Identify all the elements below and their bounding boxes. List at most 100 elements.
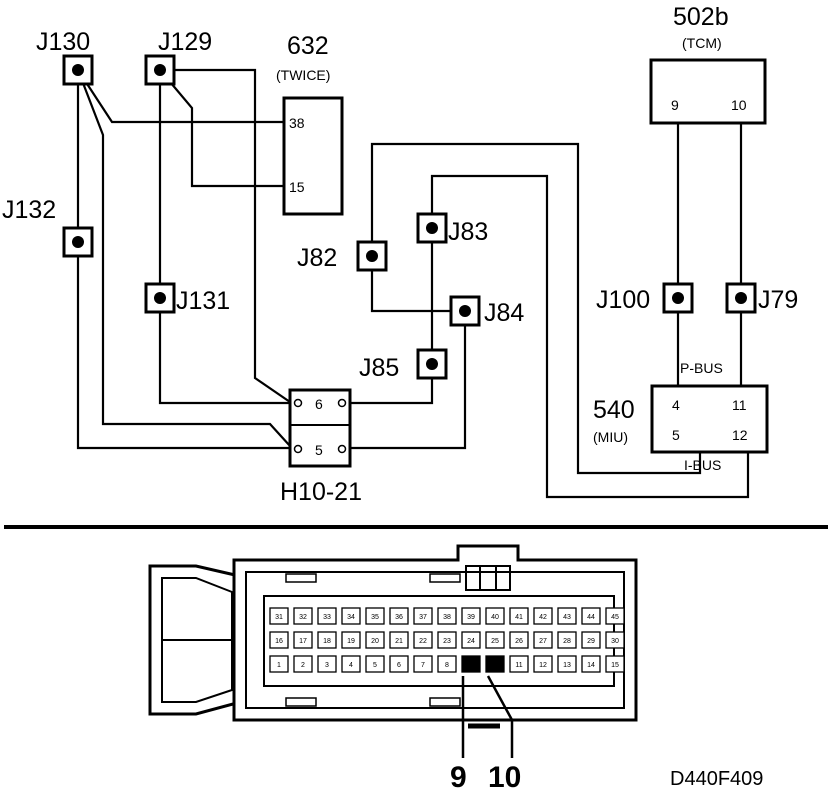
junction-j131[interactable]: J131: [144, 282, 230, 315]
connector-pin-label: 5: [373, 662, 377, 669]
wire-j130-h1021-5: [76, 70, 290, 450]
connector-pin-41[interactable]: [509, 607, 529, 625]
wire-j82-j84: [370, 256, 465, 313]
connector-pin-4[interactable]: [341, 655, 361, 673]
connector-pin-28[interactable]: [557, 631, 577, 649]
junction-j131-label: J131: [176, 287, 230, 315]
connector-pin-27[interactable]: [533, 631, 553, 649]
connector-pin-17[interactable]: [293, 631, 313, 649]
connector-pin-11[interactable]: [509, 655, 529, 673]
junction-j82[interactable]: J82: [297, 240, 388, 272]
connector-pin-35[interactable]: [365, 607, 385, 625]
connector-pin-label: 31: [275, 614, 283, 621]
connector-pin-label: 7: [421, 662, 425, 669]
connector-pin-24[interactable]: [461, 631, 481, 649]
component-502b[interactable]: 502b (TCM) 9 10: [649, 3, 767, 125]
connector-pin-label: 27: [539, 638, 547, 645]
component-632-pin-15: 15: [289, 179, 305, 195]
connector-pin-label: 15: [611, 662, 619, 669]
connector-pin-19[interactable]: [341, 631, 361, 649]
component-502b-name: 502b: [673, 3, 729, 31]
callout-pin-9: 9: [450, 761, 467, 794]
component-632-note: (TWICE): [276, 67, 330, 83]
junction-j84[interactable]: J84: [449, 295, 524, 327]
component-540[interactable]: 540 (MIU) 4 11 5 12: [593, 384, 769, 454]
wire-j82-up: [370, 142, 702, 475]
connector-pin-39[interactable]: [461, 607, 481, 625]
connector-pin-2[interactable]: [293, 655, 313, 673]
connector-pin-18[interactable]: [317, 631, 337, 649]
connector-pin-8[interactable]: [437, 655, 457, 673]
connector-pin-22[interactable]: [413, 631, 433, 649]
connector-pin-7[interactable]: [413, 655, 433, 673]
junction-j130-label: J130: [36, 28, 90, 56]
connector-pin-20[interactable]: [365, 631, 385, 649]
connector-pin-9[interactable]: [461, 655, 481, 673]
connector-pin-16[interactable]: [269, 631, 289, 649]
connector-face-view[interactable]: [148, 544, 638, 758]
connector-housing: [232, 544, 638, 722]
connector-pin-40[interactable]: [485, 607, 505, 625]
connector-pin-label: 1: [277, 662, 281, 669]
connector-pin-label: 20: [371, 638, 379, 645]
connector-pin-32[interactable]: [293, 607, 313, 625]
connector-pin-42[interactable]: [533, 607, 553, 625]
component-540-pin-12: 12: [732, 427, 748, 443]
connector-pin-36[interactable]: [389, 607, 409, 625]
connector-pin-label: 36: [395, 614, 403, 621]
connector-pin-label: 2: [301, 662, 305, 669]
connector-pin-45[interactable]: [605, 607, 625, 625]
connector-pin-5[interactable]: [365, 655, 385, 673]
junction-j100[interactable]: J100: [596, 282, 694, 314]
connector-pin-12[interactable]: [533, 655, 553, 673]
connector-pin-15[interactable]: [605, 655, 625, 673]
connector-pin-31[interactable]: [269, 607, 289, 625]
component-632[interactable]: 632 (TWICE) 38 15: [276, 32, 344, 216]
connector-pin-1[interactable]: [269, 655, 289, 673]
connector-pin-label: 19: [347, 638, 355, 645]
connector-pin-37[interactable]: [413, 607, 433, 625]
connector-pin-label: 37: [419, 614, 427, 621]
connector-pin-44[interactable]: [581, 607, 601, 625]
junction-j130[interactable]: J130: [36, 28, 94, 86]
connector-pin-43[interactable]: [557, 607, 577, 625]
connector-pin-29[interactable]: [581, 631, 601, 649]
connector-pin-label: 45: [611, 614, 619, 621]
connector-pin-33[interactable]: [317, 607, 337, 625]
junction-j84-label: J84: [484, 299, 524, 327]
junction-j129[interactable]: J129: [144, 28, 212, 86]
connector-pin-38[interactable]: [437, 607, 457, 625]
wires: [76, 68, 750, 499]
component-540-pin-5: 5: [672, 427, 680, 443]
junction-j79[interactable]: J79: [725, 282, 798, 314]
connector-pin-label: 26: [515, 638, 523, 645]
connector-pin-26[interactable]: [509, 631, 529, 649]
junction-j83[interactable]: J83: [416, 212, 488, 246]
connector-pin-label: 41: [515, 614, 523, 621]
connector-pin-label: 25: [491, 638, 499, 645]
connector-pin-3[interactable]: [317, 655, 337, 673]
connector-pin-label: 3: [325, 662, 329, 669]
pin-10-lead: [486, 675, 514, 758]
connector-pin-21[interactable]: [389, 631, 409, 649]
connector-pin-label: 24: [467, 638, 475, 645]
connector-pin-label: 9: [469, 662, 473, 669]
connector-pin-14[interactable]: [581, 655, 601, 673]
connector-pin-25[interactable]: [485, 631, 505, 649]
connector-pin-6[interactable]: [389, 655, 409, 673]
connector-pin-label: 33: [323, 614, 331, 621]
connector-pin-30[interactable]: [605, 631, 625, 649]
wire-h1021-6-j85-j83: [350, 228, 434, 405]
junction-j85[interactable]: J85: [359, 348, 448, 382]
junction-j82-label: J82: [297, 244, 337, 272]
connector-pin-label: 11: [515, 662, 522, 669]
connector-pin-23[interactable]: [437, 631, 457, 649]
component-632-name: 632: [287, 32, 329, 60]
connector-pin-label: 39: [467, 614, 475, 621]
connector-pin-10[interactable]: [485, 655, 505, 673]
connector-pin-13[interactable]: [557, 655, 577, 673]
connector-h1021[interactable]: 6 5 H10-21: [280, 388, 362, 506]
wire-j130-632-38: [77, 69, 284, 124]
connector-pin-34[interactable]: [341, 607, 361, 625]
junction-j132[interactable]: J132: [2, 196, 94, 258]
